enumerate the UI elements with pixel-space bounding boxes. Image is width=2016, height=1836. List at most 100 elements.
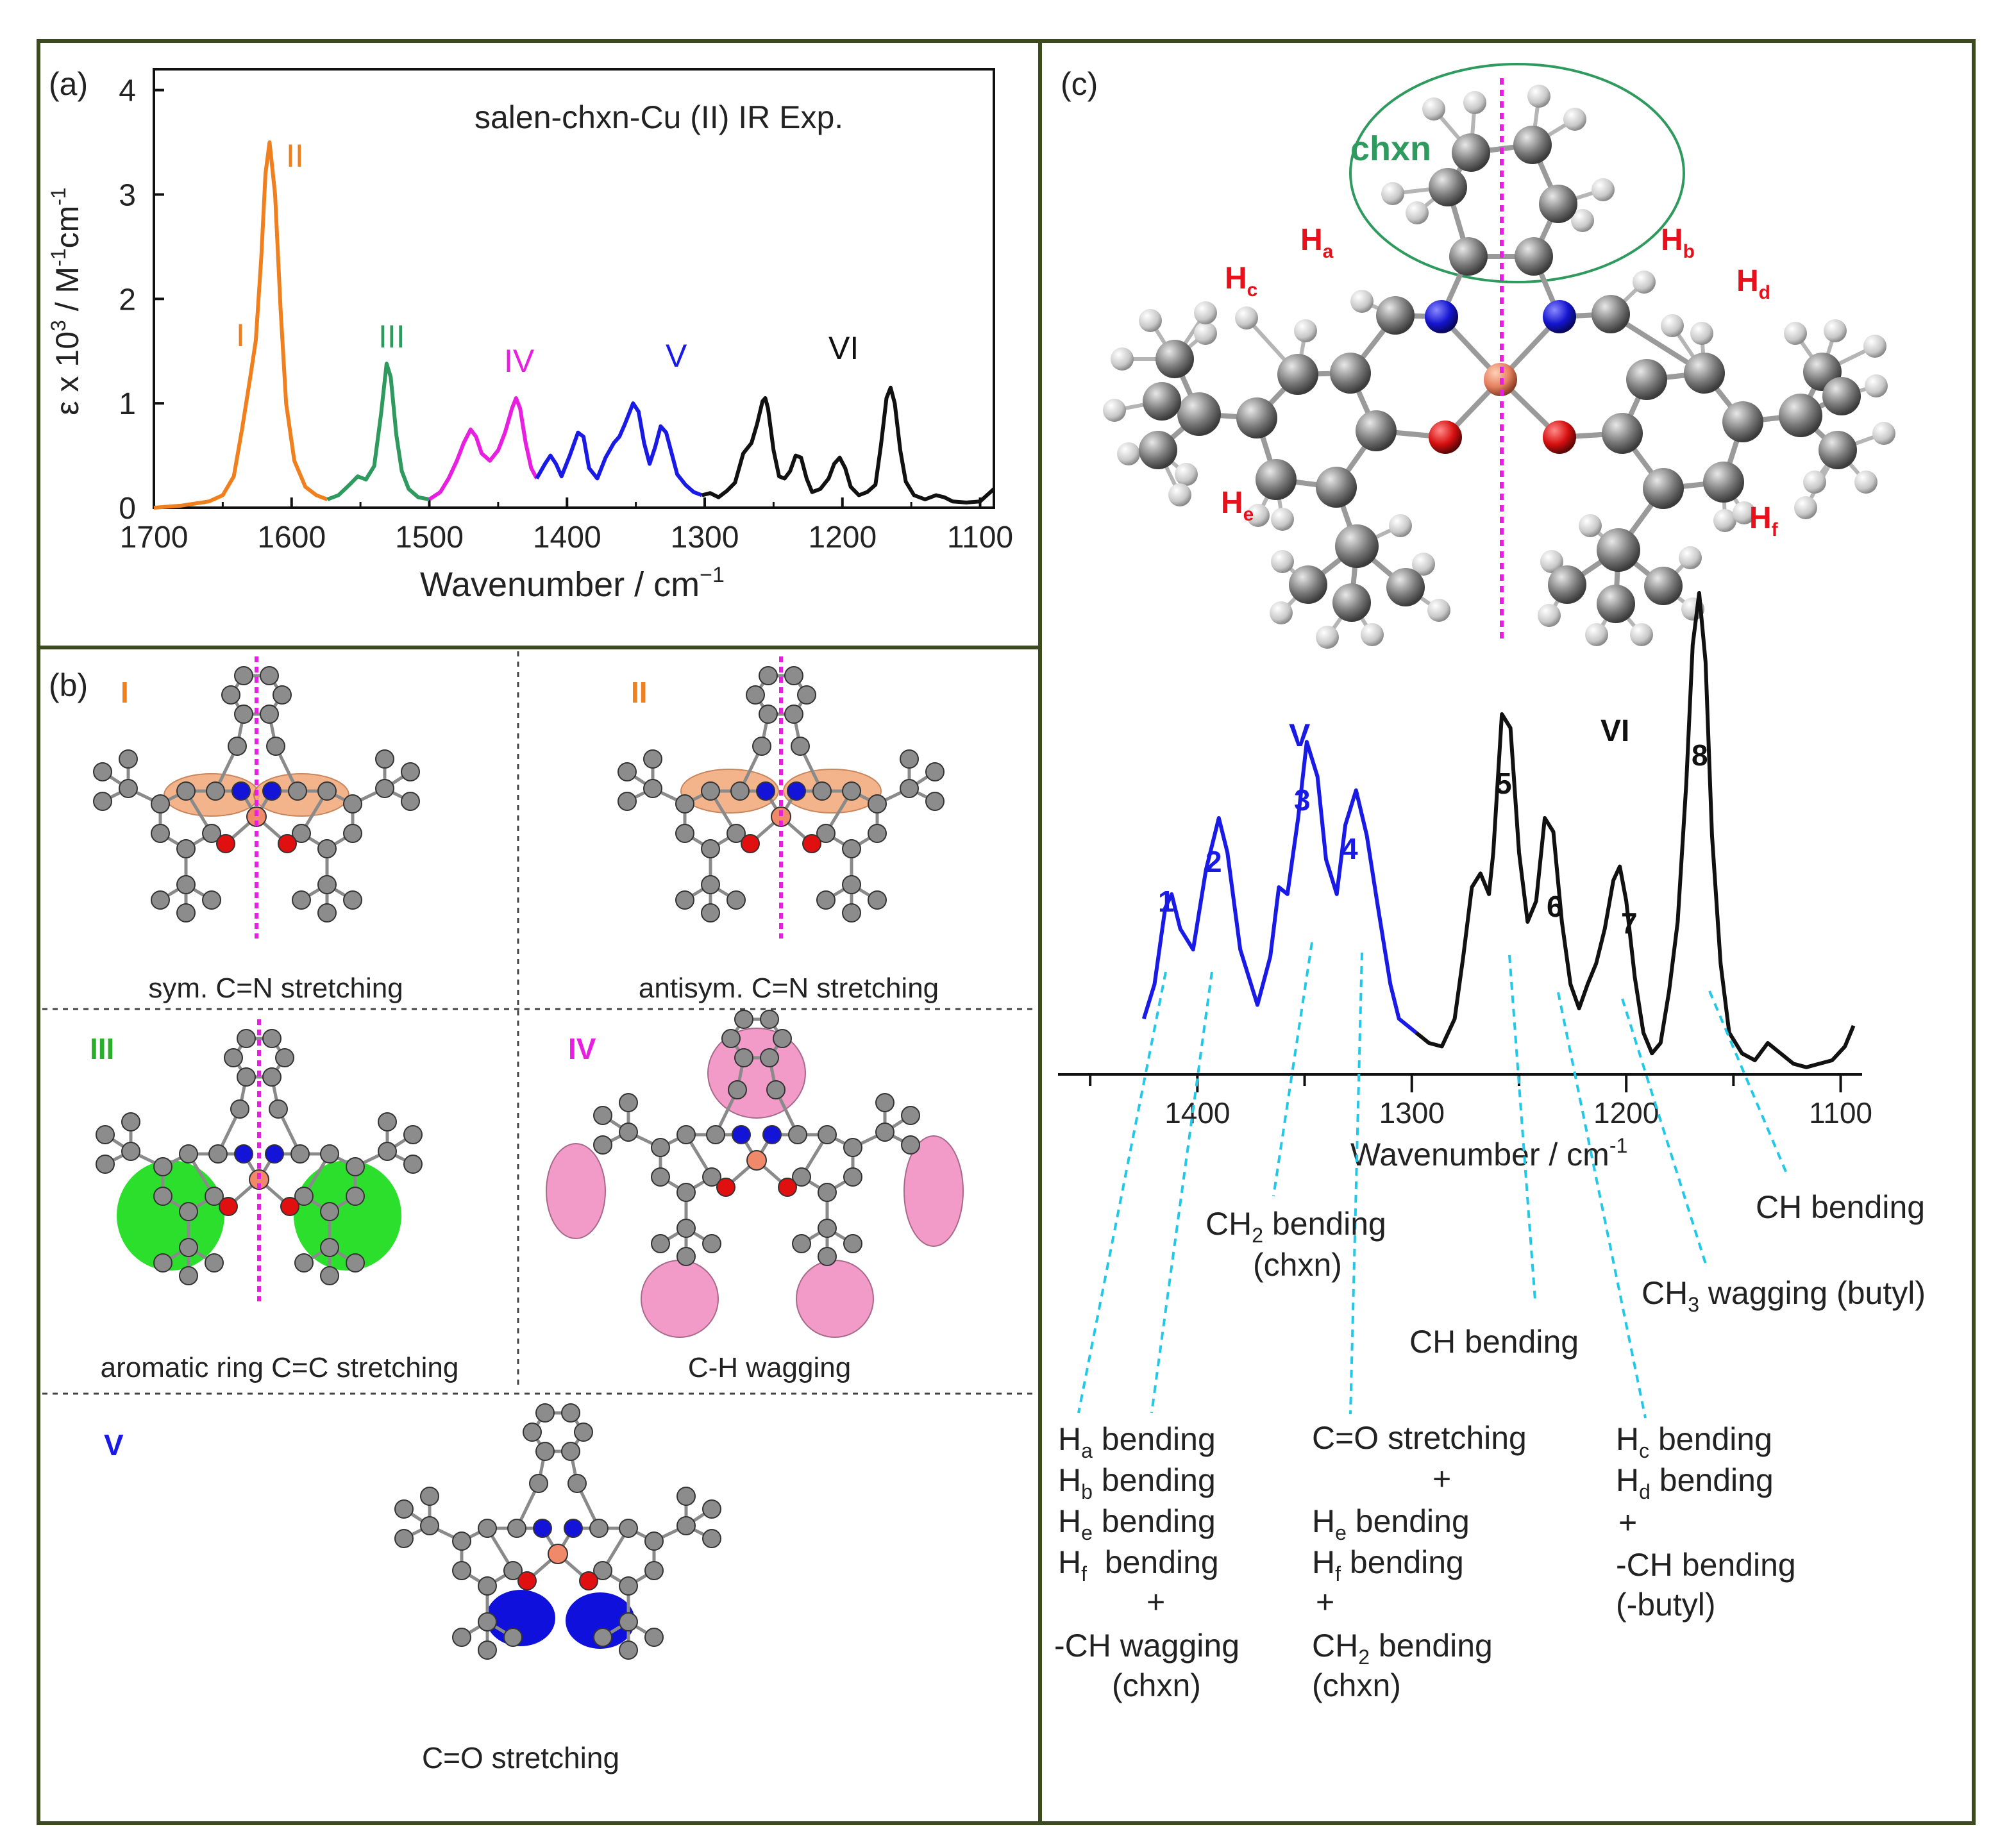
hydrogen-atom [1361,623,1384,646]
oxygen-atom [1543,421,1576,454]
carbon-atom [1236,397,1277,438]
hydrogen-atom [1117,442,1140,465]
h-label-a: Ha [1300,223,1334,262]
mode-V-caption: C=O stretching [422,1741,619,1774]
hydrogen-atom [1389,514,1412,537]
x-tick-label: 1300 [671,521,739,555]
hydrogen-atom [1863,335,1886,358]
mode-V-roman: V [104,1428,124,1462]
assignment-left-ha: Ha bending [1058,1421,1216,1462]
carbon-atom [1822,377,1861,415]
carbon-atom [1155,340,1194,378]
hydrogen-atom [1571,209,1594,232]
peak-numbers: 1 2 3 4 5 6 7 8 [1158,739,1708,940]
assignment-right-plus: + [1618,1505,1637,1540]
x-tick-label: 1400 [1164,1096,1230,1130]
carbon-atom [1177,392,1221,436]
carbon-atom [1316,467,1357,508]
assignment-left-chxn: (chxn) [1112,1667,1201,1703]
hydrogen-atom [1422,97,1445,121]
carbon-atom [1597,585,1635,623]
assignment-mid-plus2: + [1316,1584,1334,1620]
assignment-mid-ch2: CH2 bending [1312,1628,1493,1669]
assignment-mid-title: C=O stretching [1312,1420,1527,1456]
carbon-atom [1332,583,1371,622]
mode-III-molecule [96,1019,422,1301]
mode-V-cell: V C=O stretching [104,1404,721,1774]
mode-I-cell: I sym. C=N stretching [94,656,419,1004]
hydrogen-atom [1630,623,1653,646]
carbon-atom [1513,126,1552,164]
x-tick-label: 1400 [533,521,601,555]
carbon-atom [1515,237,1553,276]
mode-IV-roman: IV [568,1032,596,1065]
carbon-atom [1722,401,1763,442]
peak-label-IV: IV [504,343,535,379]
group-V-label: V [1289,717,1311,753]
hydrogen-atom [1294,319,1317,342]
peak-label-I: I [236,317,245,353]
hydrogen-atom [1271,550,1294,573]
panel-a-peak-labels: I II III IV V VI [236,138,859,379]
x-tick-label: 1300 [1379,1096,1445,1130]
h-label-d: Hd [1736,264,1770,303]
h-label-e: He [1221,486,1254,525]
series-line-2 [428,396,539,501]
hydrogen-atom [1592,178,1615,201]
mode-I-molecule [94,656,419,939]
carbon-atom [1452,133,1490,172]
molecule-3d-atoms [1103,85,1895,649]
y-tick-label: 0 [119,492,136,526]
hydrogen-atom [1111,347,1134,371]
hydrogen-atom [1139,309,1162,332]
assignment-mid-he: He bending [1312,1503,1470,1544]
assignment-ch3-wagging: CH3 wagging (butyl) [1642,1275,1926,1316]
carbon-atom [1539,185,1577,223]
carbon-atom [1684,353,1725,394]
panel-c-x-axis-label: Wavenumber / cm-1 [1350,1134,1627,1173]
peak-number-7: 7 [1621,906,1638,940]
carbon-atom [1779,394,1822,437]
molecule-3d-atom-spheres [1103,85,1895,649]
carbon-atom [1335,524,1379,568]
x-tick-label: 1500 [395,521,464,555]
assignment-texts: CH2 bending (chxn) CH bending CH bending… [1054,1189,1926,1703]
carbon-atom [1139,431,1177,469]
panel-a-y-axis-label: ε x 103 / M-1cm-1 [47,187,85,415]
hydrogen-atom [1854,471,1877,494]
nitrogen-atom [1543,300,1576,333]
mode-IV-caption: C-H wagging [688,1352,851,1383]
panel-a-x-axis-label: Wavenumber / cm−1 [420,563,725,604]
assignment-mid-hf: Hf bending [1312,1544,1464,1585]
mode-II-molecule [618,656,944,939]
carbon-atom [1597,528,1640,572]
carbon-atom [1277,354,1318,395]
assignment-left-hf: Hf bending [1058,1544,1219,1585]
series-line-0 [153,140,328,510]
hydrogen-atom [1316,626,1339,649]
hydrogen-atom [1794,496,1817,519]
x-tick-label: 1100 [1809,1096,1872,1130]
carbon-atom [1449,237,1488,276]
peak-number-2: 2 [1205,845,1222,878]
h-label-b: Hb [1661,223,1695,262]
peak-label-V: V [666,338,687,374]
hydrogen-atom [1194,301,1217,324]
mode-I-roman: I [121,676,129,709]
hydrogen-atom [1381,182,1404,205]
hydrogen-atom [1270,601,1293,624]
hydrogen-atom [1563,108,1586,131]
hydrogen-atom [1824,319,1847,342]
chxn-ellipse [1349,63,1685,283]
x-tick-label: 1200 [808,521,877,555]
chxn-label: chxn [1350,129,1431,168]
peak-number-5: 5 [1495,767,1512,800]
panel-c-series [1141,591,1856,1069]
mode-III-caption: aromatic ring C=C stretching [101,1352,459,1383]
mode-IV-cell: IV C-H wagging [546,1010,964,1383]
carbon-atom [1819,431,1857,469]
